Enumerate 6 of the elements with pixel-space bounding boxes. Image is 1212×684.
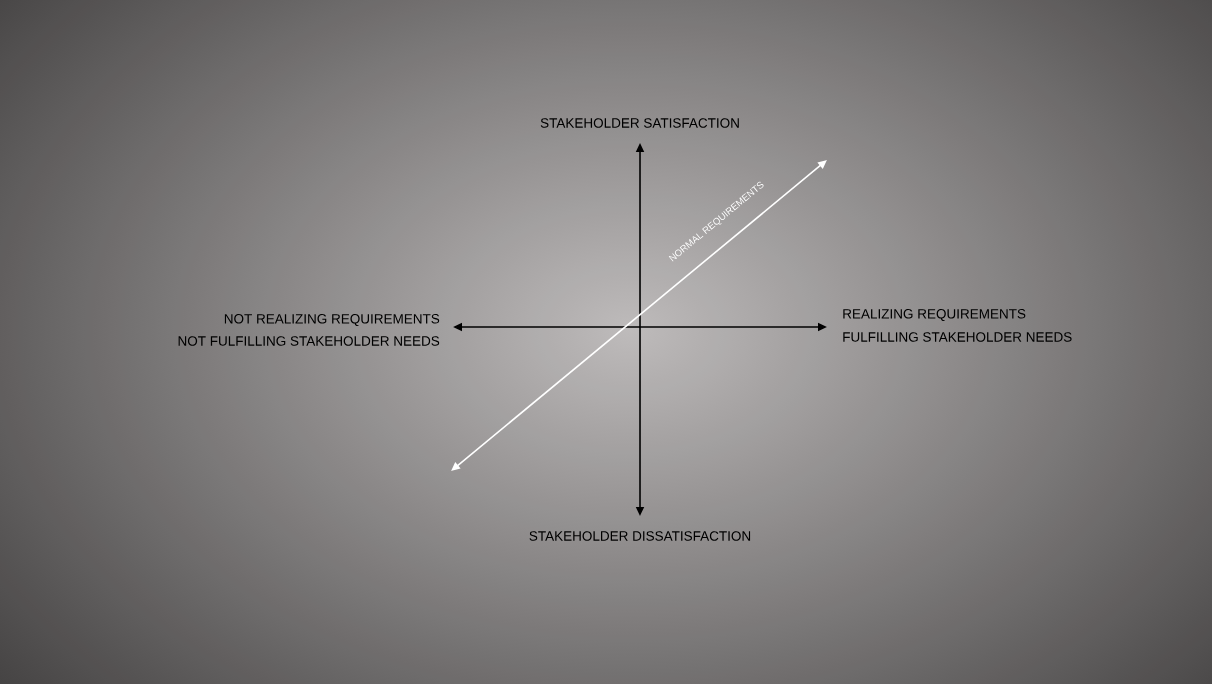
axis-label: STAKEHOLDER DISSATISFACTION [529, 531, 751, 541]
axis-label: REALIZING REQUIREMENTS [843, 309, 1026, 321]
axis-label: FULFILLING STAKEHOLDER NEEDS [843, 332, 1072, 342]
axis-label: NOT REALIZING REQUIREMENTS [224, 314, 440, 326]
axis-label: STAKEHOLDER SATISFACTION [540, 118, 739, 128]
axis-label: NOT FULFILLING STAKEHOLDER NEEDS [178, 336, 440, 346]
